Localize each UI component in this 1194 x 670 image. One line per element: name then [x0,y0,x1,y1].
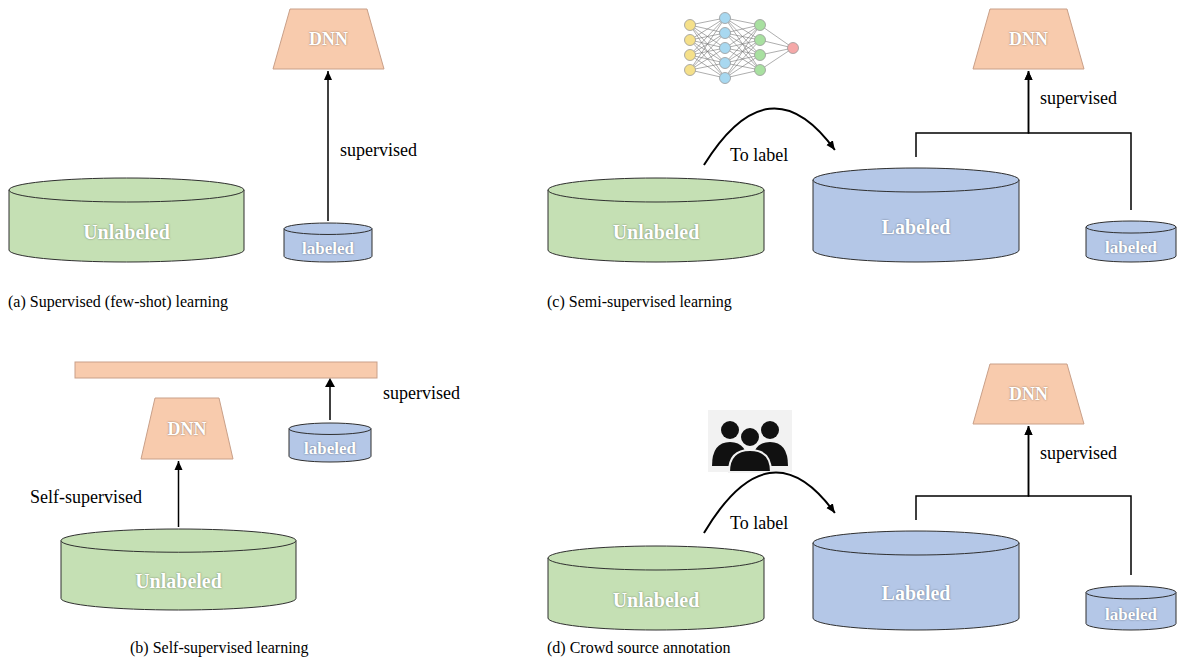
cylinder-top [284,223,372,234]
connector [704,108,835,165]
node-outline [547,545,765,631]
trapezoid-shape [973,9,1084,69]
connector [1029,71,1132,210]
node-label: labeled [1085,237,1177,258]
net-neuron [720,28,731,39]
node-label: DNN [272,28,385,50]
net-neuron [755,20,766,31]
net-link [690,48,725,70]
net-neuron [685,35,696,46]
edge-label: Self-supervised [30,487,142,507]
cylinder-top [548,546,764,570]
dataset-cylinder: Labeled [812,167,1020,263]
node-label: Unlabeled [8,220,245,244]
net-neuron [755,65,766,76]
dnn-trapezoid: DNN [972,8,1085,70]
panel-caption: (c) Semi-supervised learning [547,292,732,312]
node-label: Labeled [812,215,1020,239]
connector [1029,426,1132,575]
crowd-icon-ground [708,410,792,472]
dataset-cylinder: Labeled [812,530,1020,631]
person-head [761,421,779,439]
node-outline [547,177,765,263]
feature-bar [75,362,377,378]
node-label: DNN [140,418,234,440]
panel-caption: (d) Crowd source annotation [547,638,731,658]
cylinder-body [813,543,1019,630]
cylinder-top [813,168,1019,192]
net-neuron [720,73,731,84]
connector [916,71,1029,157]
node-label: Unlabeled [547,220,765,244]
net-link [725,55,760,78]
edge-label: To label [730,145,788,165]
neural-net-icon [685,13,799,84]
node-label: Unlabeled [547,588,765,612]
cylinder-top [289,423,371,434]
node-label: Labeled [812,581,1020,605]
cylinder-top [813,531,1019,555]
person-head [740,427,760,447]
dataset-cylinder: Unlabeled [547,545,765,631]
trapezoid-shape [973,364,1084,424]
edge-label: supervised [340,140,417,160]
dataset-cylinder: Unlabeled [547,177,765,263]
dataset-cylinder: labeled [1085,220,1177,263]
node-outline [8,177,245,263]
cylinder-top [1086,221,1176,233]
connector [327,71,329,221]
net-neuron [685,50,696,61]
edge-label: supervised [1040,88,1117,108]
panel-caption: (a) Supervised (few-shot) learning [8,292,228,312]
trapezoid-shape [141,398,233,459]
connector [704,473,835,534]
net-neuron [720,13,731,24]
node-label: labeled [288,438,372,459]
person-head [721,421,739,439]
dataset-cylinder: labeled [288,422,372,463]
net-neuron [685,20,696,31]
node-label: DNN [972,28,1085,50]
dataset-cylinder: labeled [283,222,373,263]
node-label: Unlabeled [60,569,297,593]
net-neuron [755,35,766,46]
cylinder-top [548,178,764,202]
net-link [760,48,793,70]
dnn-trapezoid: DNN [972,363,1085,425]
node-label: labeled [1085,604,1177,625]
trapezoid-shape [273,9,384,69]
dnn-trapezoid: DNN [272,8,385,70]
node-outline [812,530,1020,631]
net-neuron [720,58,731,69]
node-label: labeled [283,238,373,259]
cylinder-top [1086,586,1176,599]
net-neuron [720,43,731,54]
node-outline [812,167,1020,263]
person-body [729,450,771,472]
dataset-cylinder: Unlabeled [60,528,297,611]
edge-label: supervised [1040,443,1117,463]
arrow-label: supervised [383,383,460,403]
dnn-trapezoid: DNN [140,397,234,460]
cylinder-top [61,529,296,552]
cylinder-top [9,178,244,202]
net-link [760,25,793,48]
edge-label: To label [730,513,788,533]
dataset-cylinder: Unlabeled [8,177,245,263]
node-label: DNN [972,383,1085,405]
connector [178,461,180,527]
net-neuron [788,43,799,54]
net-neuron [685,65,696,76]
supervised-arrow-head [325,378,335,387]
net-neuron [755,50,766,61]
panel-caption: (b) Self-supervised learning [130,638,309,658]
node-outline [60,528,297,611]
dataset-cylinder: labeled [1085,585,1177,631]
connector [916,426,1029,520]
net-link [725,25,760,48]
supervised-arrow-line [329,386,331,420]
